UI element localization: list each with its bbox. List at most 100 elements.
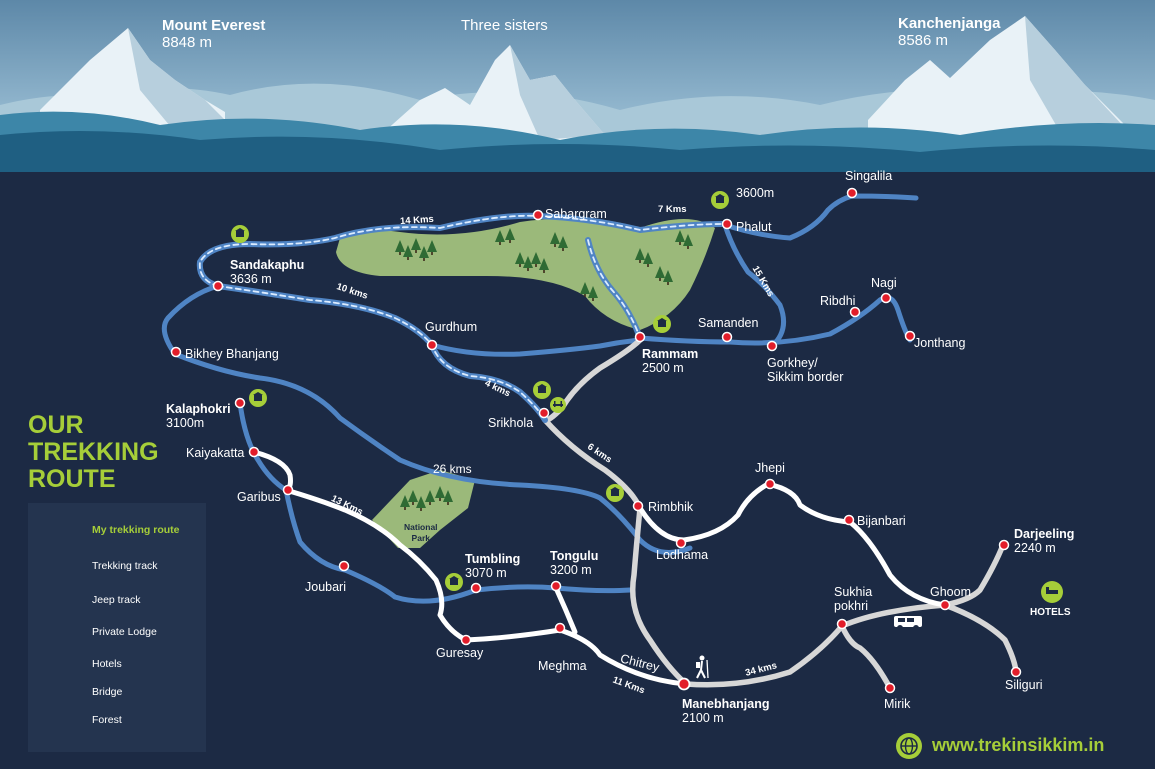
track-gurdhum-rammam <box>429 337 643 357</box>
map-legend: My trekking route Trekking track Jeep tr… <box>28 503 206 752</box>
title-line-1: OUR <box>28 411 84 439</box>
place-name: Singalila <box>845 169 893 183</box>
place-name: Tongulu <box>550 549 599 563</box>
lodge-icon <box>533 381 551 399</box>
hiker-icon <box>696 655 709 679</box>
pin-manebhanjang <box>677 677 691 691</box>
place-name: Darjeeling <box>1014 527 1075 541</box>
label-jonthang: Jonthang <box>914 336 965 350</box>
place-name: Kaiyakatta <box>186 446 245 460</box>
pin-sandakphu <box>212 280 224 292</box>
hotel-icon <box>1041 581 1063 603</box>
near-ridge <box>0 131 1155 180</box>
pin-tumbling <box>470 582 482 594</box>
pin-kaiyakatta <box>248 446 260 458</box>
pin-mirik <box>884 682 896 694</box>
place-elevation: 3100m <box>166 416 205 431</box>
legend-label: Trekking track <box>92 560 158 572</box>
label-lodhama: Lodhama <box>656 548 708 562</box>
label-joubari: Joubari <box>305 580 346 594</box>
legend-my-route: My trekking route <box>28 521 206 543</box>
label-guresay: Guresay <box>436 646 483 660</box>
place-name: Lodhama <box>656 548 709 562</box>
title-line-2: TREKKING <box>28 438 159 466</box>
legend-label: Hotels <box>92 658 122 670</box>
pin-siliguri <box>1010 666 1022 678</box>
legend-hotels: Hotels <box>28 655 206 677</box>
national-park-line1: National <box>404 522 438 532</box>
track-bikhey-rimbhik <box>161 283 693 555</box>
pin-rimbhik <box>632 500 644 512</box>
place-elevation: 3636 m <box>230 272 272 287</box>
legend-forest: Forest <box>28 711 206 733</box>
label-bijanbari: Bijanbari <box>857 514 906 528</box>
globe-icon <box>896 733 922 759</box>
pin-tongulu <box>550 580 562 592</box>
pin-nagi <box>880 292 892 304</box>
place-name: Rammam <box>642 347 699 361</box>
jeep-ghoom-darjeeling <box>942 542 1006 608</box>
pin-phalut <box>721 218 733 230</box>
place-elevation: 3600m <box>736 186 775 200</box>
label-gurdhum: Gurdhum <box>425 320 477 334</box>
place-elevation: 2500 m <box>642 361 684 376</box>
place-name: Kalaphokri <box>166 402 231 416</box>
lodge-icon <box>231 225 249 243</box>
pin-jhepi <box>764 478 776 490</box>
place-elevation: 2240 m <box>1014 541 1056 556</box>
jeep-rimbhik-ghoom <box>637 481 948 608</box>
legend-private-lodge: Private Lodge <box>28 623 206 645</box>
pin-bijanbari <box>843 514 855 526</box>
label-siliguri: Siliguri <box>1005 678 1043 692</box>
place-name: Phalut <box>736 220 772 234</box>
legend-trekking-track: Trekking track <box>28 557 206 579</box>
place-name: Tumbling <box>465 552 521 566</box>
place-elevation: 3070 m <box>465 566 507 581</box>
place-name: Nagi <box>871 276 897 290</box>
label-garibus: Garibus <box>237 490 281 504</box>
label-singalila: Singalila <box>845 169 892 183</box>
legend-bridge: Bridge <box>28 683 206 705</box>
legend-label: Jeep track <box>92 594 141 606</box>
peak-name: Kanchenjanga <box>898 15 1001 32</box>
label-bikhey-bhanjang: Bikhey Bhanjang <box>185 347 279 361</box>
label-mirik: Mirik <box>884 697 910 711</box>
place-name: Samanden <box>698 316 759 330</box>
lodge-icon <box>711 191 729 209</box>
peak-name: Mount Everest <box>162 17 266 34</box>
website-url[interactable]: www.trekinsikkim.in <box>932 735 1105 755</box>
jeep-sukhia-mirik <box>839 623 893 691</box>
label-ribdhi: Ribdhi <box>820 294 855 308</box>
place-name: Joubari <box>305 580 346 594</box>
legend-label: Private Lodge <box>92 626 157 638</box>
pin-guresay <box>460 634 472 646</box>
place-name: Sabargram <box>545 207 607 221</box>
lodge-icon <box>653 315 671 333</box>
bridge-icon <box>550 397 566 413</box>
pin-srikhola <box>538 407 550 419</box>
place-name: Sukhia <box>834 585 873 599</box>
legend-jeep-track: Jeep track <box>28 591 206 613</box>
place-name: Rimbhik <box>648 500 694 514</box>
place-name-line2: Sikkim border <box>767 370 844 385</box>
pin-kalaphokri <box>234 397 246 409</box>
place-name: Ghoom <box>930 585 971 599</box>
pin-gorkhey <box>766 340 778 352</box>
label-nagi: Nagi <box>871 276 897 290</box>
track-gorkhey-phalut <box>722 222 787 349</box>
pin-singalila <box>846 187 858 199</box>
pin-joubari <box>338 560 350 572</box>
legend-label: Forest <box>92 714 122 726</box>
place-name: Manebhanjang <box>682 697 770 711</box>
place-elevation: 3200 m <box>550 563 592 578</box>
label-phalut-elevation: 3600m <box>736 186 774 200</box>
place-name: Bijanbari <box>857 514 906 528</box>
place-name: Garibus <box>237 490 281 504</box>
pin-sabargram <box>532 209 544 221</box>
